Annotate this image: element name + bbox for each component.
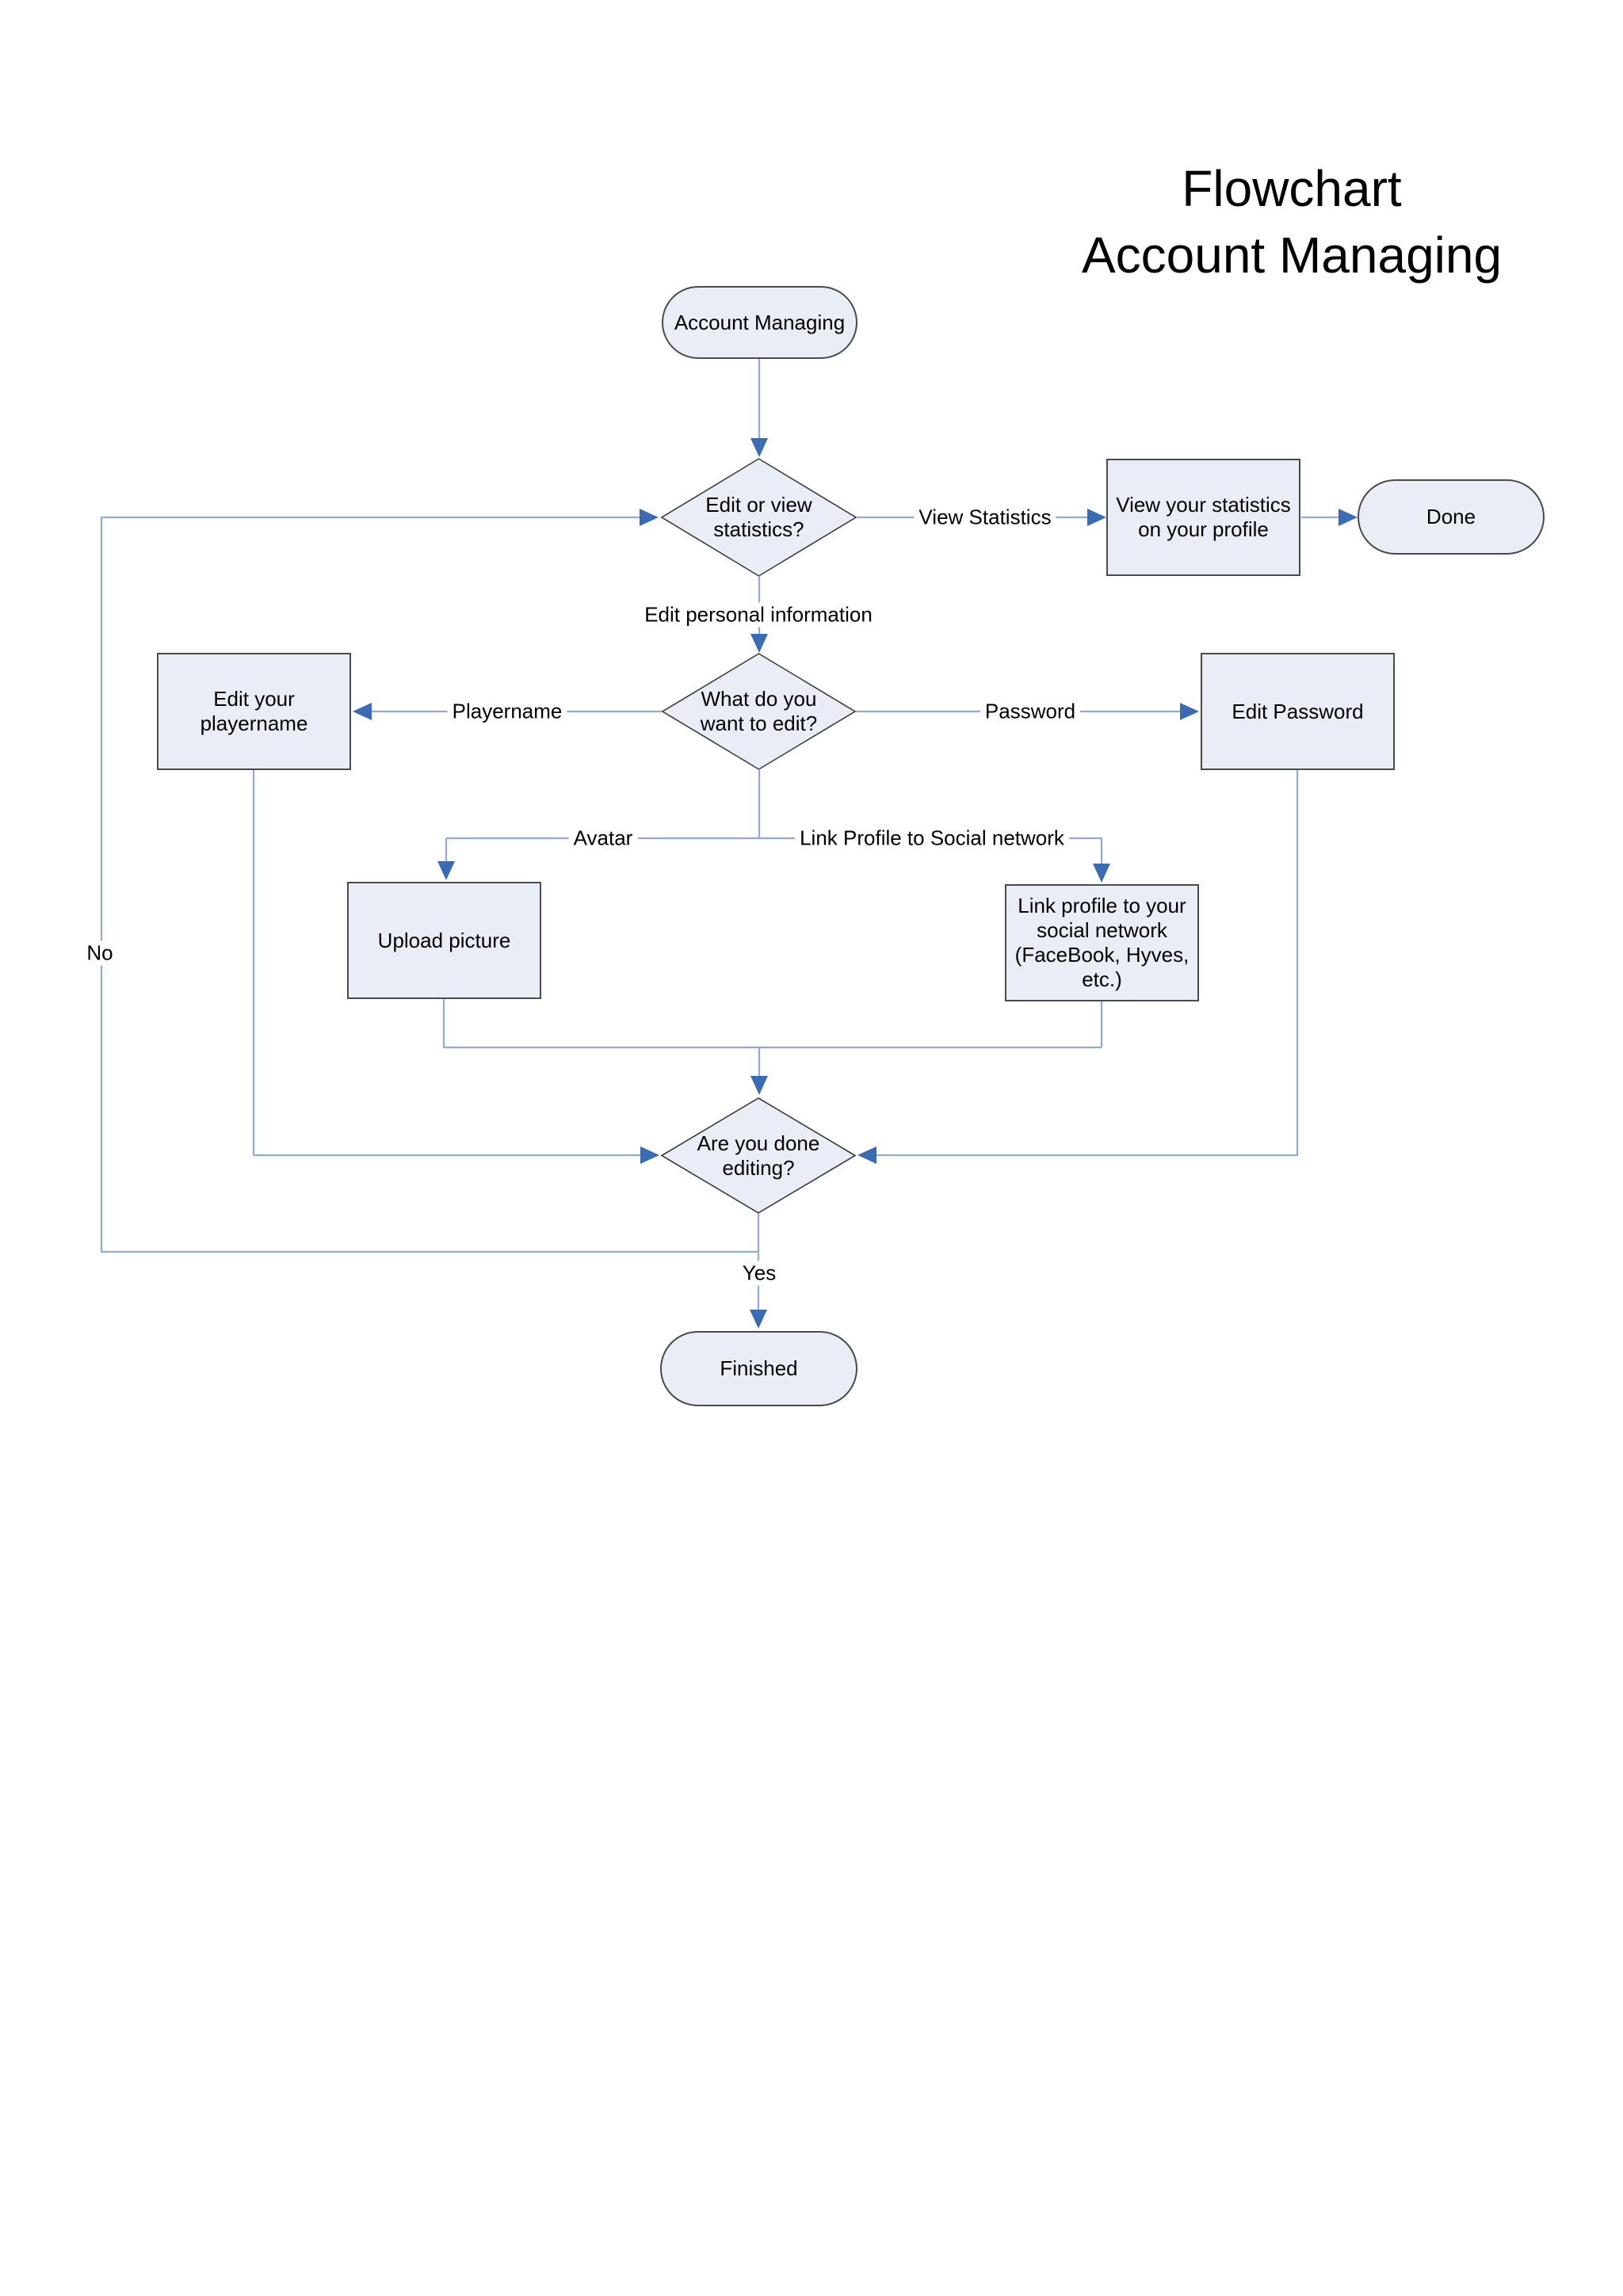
diagram-title: Flowchart Account Managing (943, 155, 1623, 288)
diamond-shape (662, 653, 856, 770)
arrowhead-down-whatedit (750, 634, 768, 653)
arrowhead-right-done (1338, 509, 1358, 526)
node-upload-picture-label: Upload picture (377, 928, 511, 952)
edge-playername-to-doneediting (252, 770, 640, 1157)
node-view-stats: View your statistics on your profile (1106, 459, 1300, 576)
arrowhead-left-playername (353, 703, 372, 720)
arrowhead-right-noloop (640, 509, 659, 526)
arrowhead-right-viewstats (1087, 509, 1106, 526)
arrowhead-down-linkprofile (1093, 864, 1110, 883)
edge-label-playername: Playername (447, 699, 567, 724)
edge-upload-to-merge (442, 999, 1102, 1049)
node-finished: Finished (660, 1331, 857, 1406)
node-done-editing-label: Are you done editing? (697, 1131, 820, 1180)
edge-label-link-profile-social: Link Profile to Social network (795, 826, 1069, 851)
edge-label-edit-personal-information: Edit personal information (640, 602, 877, 627)
node-edit-playername-label: Edit your playername (200, 687, 308, 735)
edge-label-avatar: Avatar (568, 826, 638, 851)
node-finished-label: Finished (720, 1356, 798, 1380)
node-upload-picture: Upload picture (347, 882, 541, 999)
arrowhead-down-doneediting (750, 1076, 768, 1095)
edge-label-no: No (82, 940, 118, 966)
arrowhead-left-doneediting (857, 1146, 876, 1164)
node-what-edit-decision: What do you want to edit? (662, 653, 856, 770)
edge-label-view-statistics: View Statistics (914, 505, 1056, 530)
diagram-title-line1: Flowchart (1182, 160, 1402, 217)
node-edit-password-label: Edit Password (1232, 699, 1364, 723)
edge-password-to-doneediting (876, 770, 1299, 1157)
node-done: Done (1358, 479, 1545, 555)
diamond-shape (661, 458, 857, 577)
node-done-editing-decision: Are you done editing? (661, 1097, 856, 1214)
edge-label-yes: Yes (737, 1261, 781, 1286)
arrowhead-down-upload (437, 861, 455, 880)
node-link-profile-label: Link profile to your social network (Fac… (1014, 894, 1190, 991)
node-edit-playername: Edit your playername (157, 653, 351, 770)
edge-no-loop (100, 516, 758, 1253)
node-start: Account Managing (662, 286, 857, 359)
arrowhead-down-editview (750, 438, 768, 457)
arrowhead-right-password (1180, 703, 1199, 720)
node-view-stats-label: View your statistics on your profile (1116, 493, 1291, 541)
diagram-title-line2: Account Managing (1081, 227, 1503, 284)
node-start-label: Account Managing (674, 310, 846, 334)
node-edit-or-view-label: Edit or view statistics? (705, 493, 812, 541)
node-what-edit-label: What do you want to edit? (700, 687, 818, 735)
node-done-label: Done (1426, 505, 1476, 528)
edge-label-password: Password (980, 699, 1081, 724)
node-edit-or-view-decision: Edit or view statistics? (661, 458, 857, 577)
arrowhead-down-finished (750, 1310, 767, 1329)
arrowhead-right-doneediting (640, 1146, 659, 1164)
node-link-profile: Link profile to your social network (Fac… (1005, 884, 1199, 1001)
diamond-shape (661, 1097, 856, 1214)
node-edit-password: Edit Password (1201, 653, 1395, 770)
